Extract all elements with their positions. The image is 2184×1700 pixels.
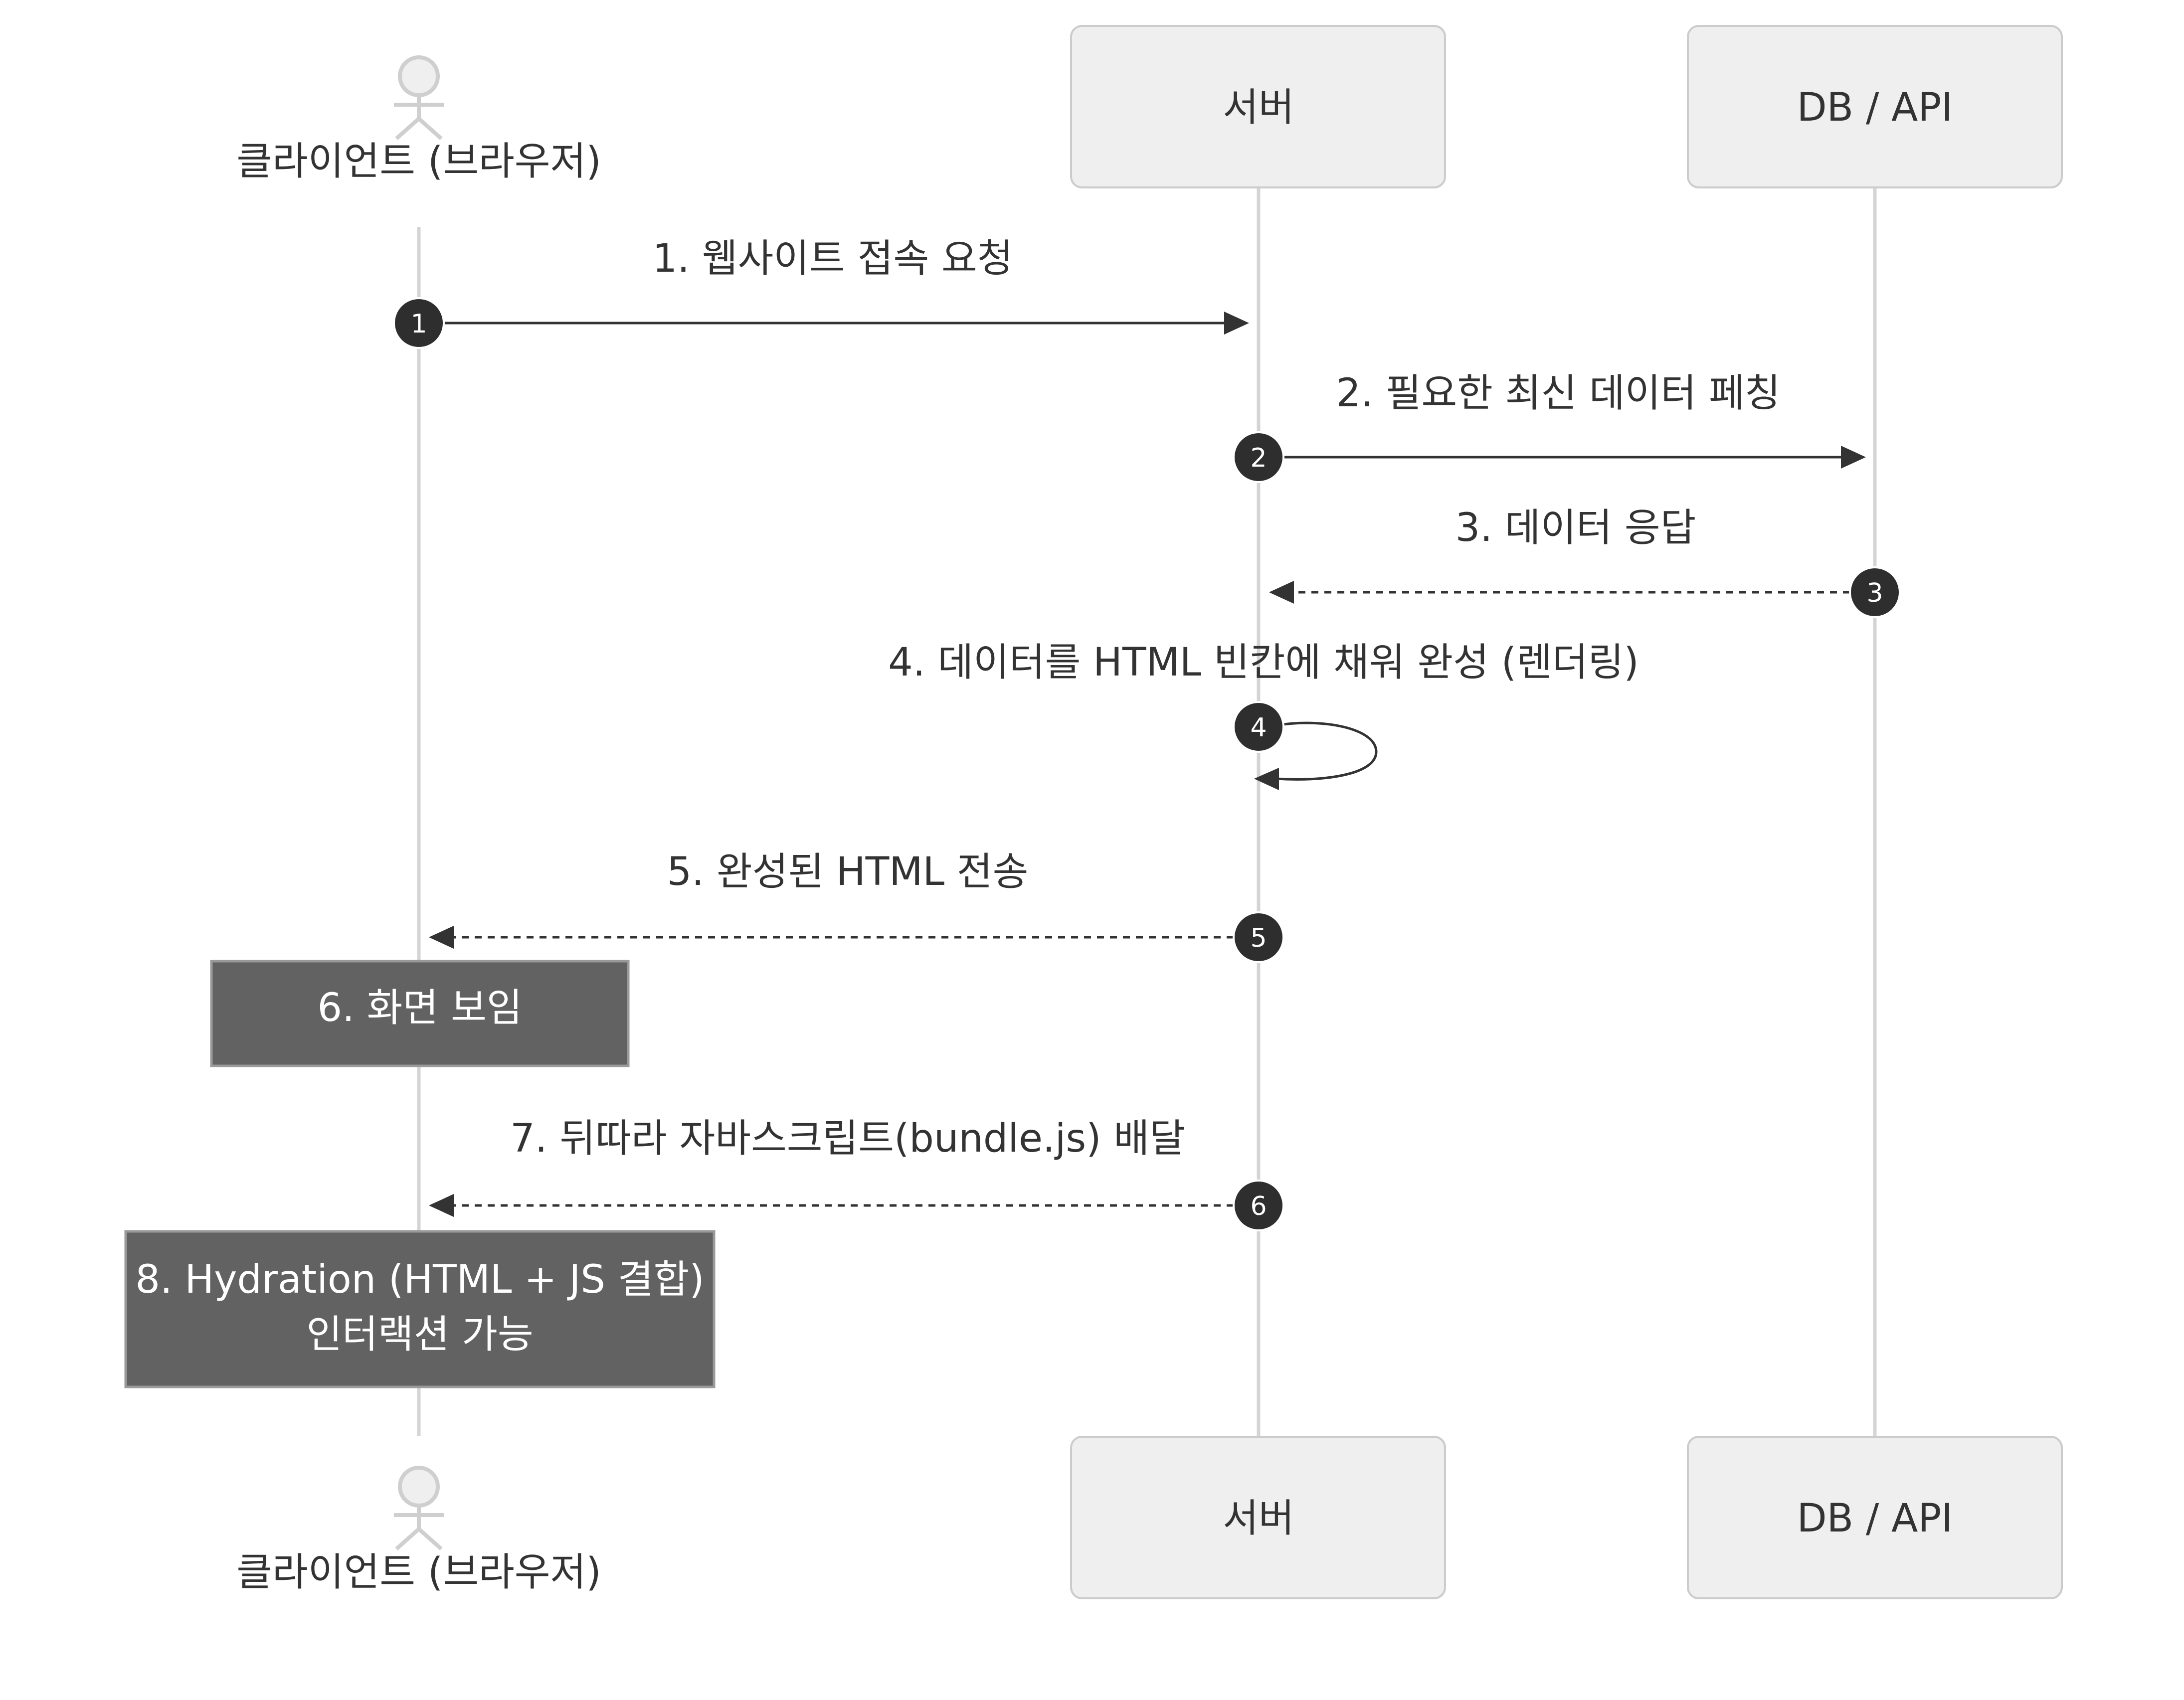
arrow-head-icon [1224,312,1249,335]
db-box-top: DB / API [1687,25,2063,188]
server-box-top: 서버 [1070,25,1446,188]
server-label-bottom: 서버 [1223,1496,1294,1541]
note-hydration-line1: 8. Hydration (HTML + JS 결합) [135,1257,704,1302]
client-actor-top: 클라이언트 (브라우저) [236,55,601,184]
actor-icon [398,1466,440,1508]
step-number: 6 [1250,1191,1267,1221]
db-box-bottom: DB / API [1687,1436,2063,1599]
arrow-head-icon [1254,768,1279,790]
message-5: 5. 완성된 HTML 전송 5 [429,850,1284,963]
message-1: 1. 웹사이트 접속 요청 1 [393,236,1249,349]
step-badge [1233,701,1284,753]
step-number: 4 [1250,713,1267,743]
message-4: 4. 데이터를 HTML 빈칸에 채워 완성 (렌더링) 4 [888,640,1639,790]
note-screen-visible: 6. 화면 보임 [210,960,630,1067]
message-6-label: 7. 뒤따라 자바스크립트(bundle.js) 배달 [510,1116,1185,1161]
arrow-head-icon [429,926,454,949]
client-label-bottom: 클라이언트 (브라우저) [236,1550,601,1595]
arrow-head-icon [429,1194,454,1217]
db-label-top: DB / API [1797,85,1953,130]
server-label-top: 서버 [1223,85,1294,130]
step-badge [1233,431,1284,483]
message-5-label: 5. 완성된 HTML 전송 [667,850,1029,894]
step-number: 1 [410,309,427,339]
message-1-label: 1. 웹사이트 접속 요청 [653,236,1013,281]
step-badge [1849,566,1901,618]
message-3-label: 3. 데이터 응답 [1456,506,1696,550]
message-3: 3. 데이터 응답 3 [1269,506,1901,618]
step-number: 3 [1866,578,1883,608]
step-badge [1233,1180,1284,1231]
message-4-label: 4. 데이터를 HTML 빈칸에 채워 완성 (렌더링) [888,640,1639,685]
message-2: 2. 필요한 최신 데이터 페칭 2 [1233,371,1866,483]
note-hydration: 8. Hydration (HTML + JS 결합) 인터랙션 가능 [124,1230,716,1388]
note-screen-visible-text: 6. 화면 보임 [317,986,522,1030]
step-badge [1233,911,1284,963]
message-2-label: 2. 필요한 최신 데이터 페칭 [1336,371,1780,416]
step-number: 2 [1250,443,1267,473]
step-badge [393,297,445,349]
step-number: 5 [1250,923,1267,953]
message-6: 7. 뒤따라 자바스크립트(bundle.js) 배달 6 [429,1116,1284,1231]
server-box-bottom: 서버 [1070,1436,1446,1599]
note-hydration-line2: 인터랙션 가능 [306,1312,533,1357]
db-label-bottom: DB / API [1797,1496,1953,1541]
actor-icon [398,55,440,97]
arrow-head-icon [1841,446,1866,469]
arrow-head-icon [1269,581,1294,604]
client-label-top: 클라이언트 (브라우저) [236,139,601,184]
client-actor-bottom: 클라이언트 (브라우저) [236,1466,601,1595]
